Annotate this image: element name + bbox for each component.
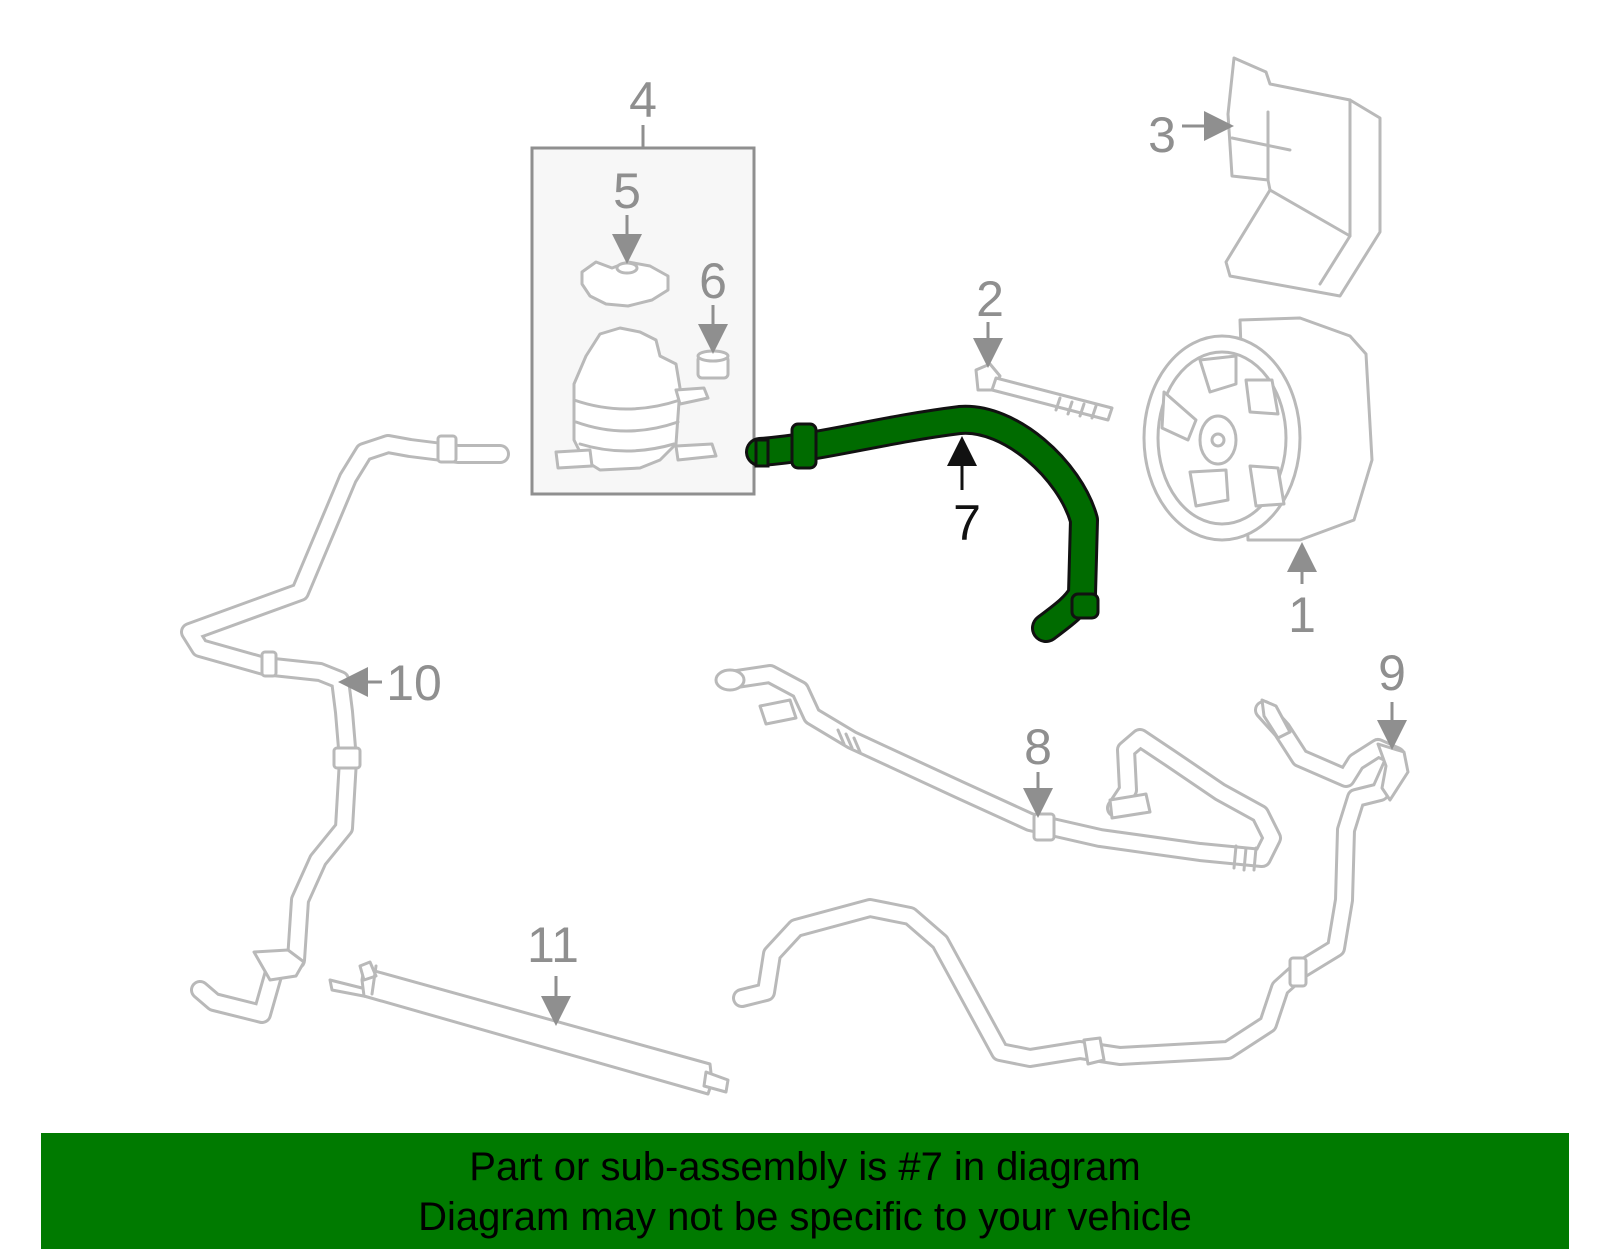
return-hose-highlighted[interactable] xyxy=(745,404,1100,643)
callout-8: 8 xyxy=(1024,719,1052,775)
power-steering-pump[interactable] xyxy=(1142,316,1374,542)
pump-bracket[interactable] xyxy=(1224,56,1382,298)
info-banner: Part or sub-assembly is #7 in diagram Di… xyxy=(41,1133,1569,1249)
hose-assembly[interactable] xyxy=(714,664,1282,872)
reservoir-body[interactable] xyxy=(554,326,718,472)
cooler-tube[interactable] xyxy=(328,960,730,1096)
callout-10: 10 xyxy=(386,655,442,711)
grommet[interactable] xyxy=(696,349,730,380)
callout-5: 5 xyxy=(613,163,641,219)
callout-4: 4 xyxy=(629,72,657,128)
callout-1: 1 xyxy=(1288,587,1316,643)
reservoir-cap[interactable] xyxy=(580,260,670,308)
banner-line-part: Part or sub-assembly is #7 in diagram xyxy=(469,1145,1141,1189)
callout-7: 7 xyxy=(953,495,981,551)
callout-9: 9 xyxy=(1378,645,1406,701)
banner-line-disclaimer: Diagram may not be specific to your vehi… xyxy=(418,1195,1192,1239)
callout-3: 3 xyxy=(1148,107,1176,163)
pressure-line-left[interactable] xyxy=(180,434,510,1024)
return-hose-right[interactable] xyxy=(732,698,1410,1068)
callout-6: 6 xyxy=(699,253,727,309)
callout-11: 11 xyxy=(527,917,579,973)
mounting-bolt[interactable] xyxy=(974,362,1114,422)
callout-2: 2 xyxy=(976,271,1004,327)
